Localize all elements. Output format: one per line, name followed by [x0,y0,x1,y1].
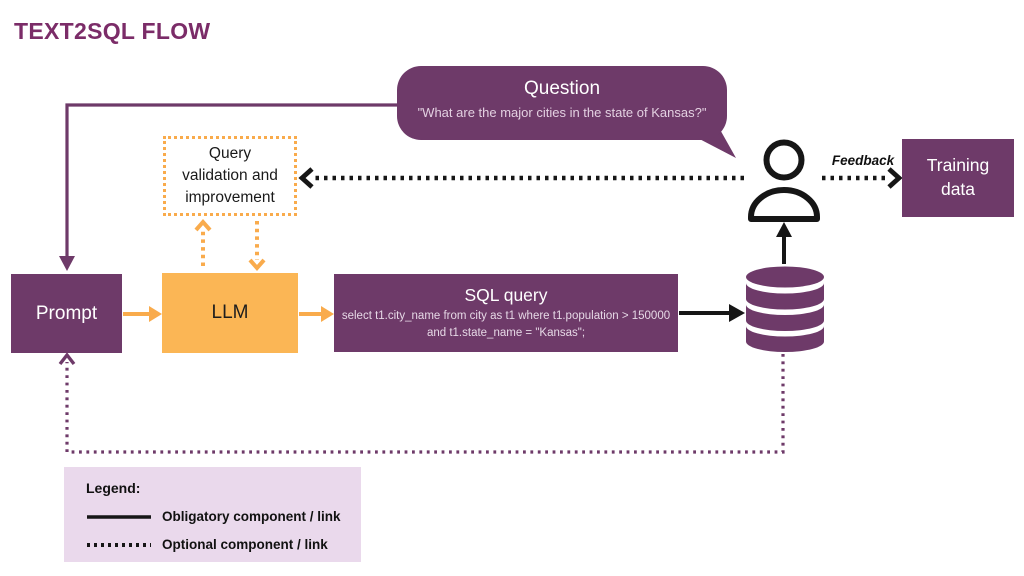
question-bubble-quote: "What are the major cities in the state … [417,104,707,120]
legend-item-label: Obligatory component / link [162,509,341,524]
training-data-label: Training data [926,155,990,199]
sql-query-box: SQL query select t1.city_name from city … [334,274,678,352]
prompt-to-llm-arrow [123,306,162,322]
query-validation-box: Query validation and improvement [163,136,297,216]
database-to-prompt-dotted-link [58,352,785,454]
sql-to-database-arrow [679,304,745,322]
legend-title: Legend: [86,480,141,496]
legend-item-label: Optional component / link [162,537,328,552]
llm-label: LLM [211,302,249,323]
llm-to-sql-arrow [299,306,334,322]
prompt-box: Prompt [11,274,122,353]
dotted-line-icon [87,542,151,547]
user-to-validation-dotted-arrow [298,167,744,189]
feedback-dotted-arrow [822,167,903,189]
database-icon [746,266,824,353]
database-to-user-arrow [776,222,792,264]
question-to-prompt-arrow [59,103,397,271]
llm-to-validation-dotted-arrow [194,218,212,266]
question-bubble: Question "What are the major cities in t… [397,66,727,140]
legend-item-optional: Optional component / link [86,537,361,552]
page-title: TEXT2SQL FLOW [14,18,211,44]
llm-box: LLM [162,273,298,353]
legend: Legend: Obligatory component / link Opti… [64,467,361,562]
legend-item-obligatory: Obligatory component / link [86,509,361,524]
question-bubble-title: Question [523,78,601,99]
validation-to-llm-dotted-arrow [248,221,266,272]
sql-query-text: select t1.city_name from city as t1 wher… [341,310,671,339]
sql-query-title: SQL query [464,285,548,306]
prompt-label: Prompt [35,302,98,324]
feedback-label: Feedback [831,153,895,168]
solid-line-icon [87,514,151,519]
user-icon [748,139,820,222]
query-validation-label: Query validation and improvement [182,145,278,206]
training-data-box: Training data [902,139,1014,217]
